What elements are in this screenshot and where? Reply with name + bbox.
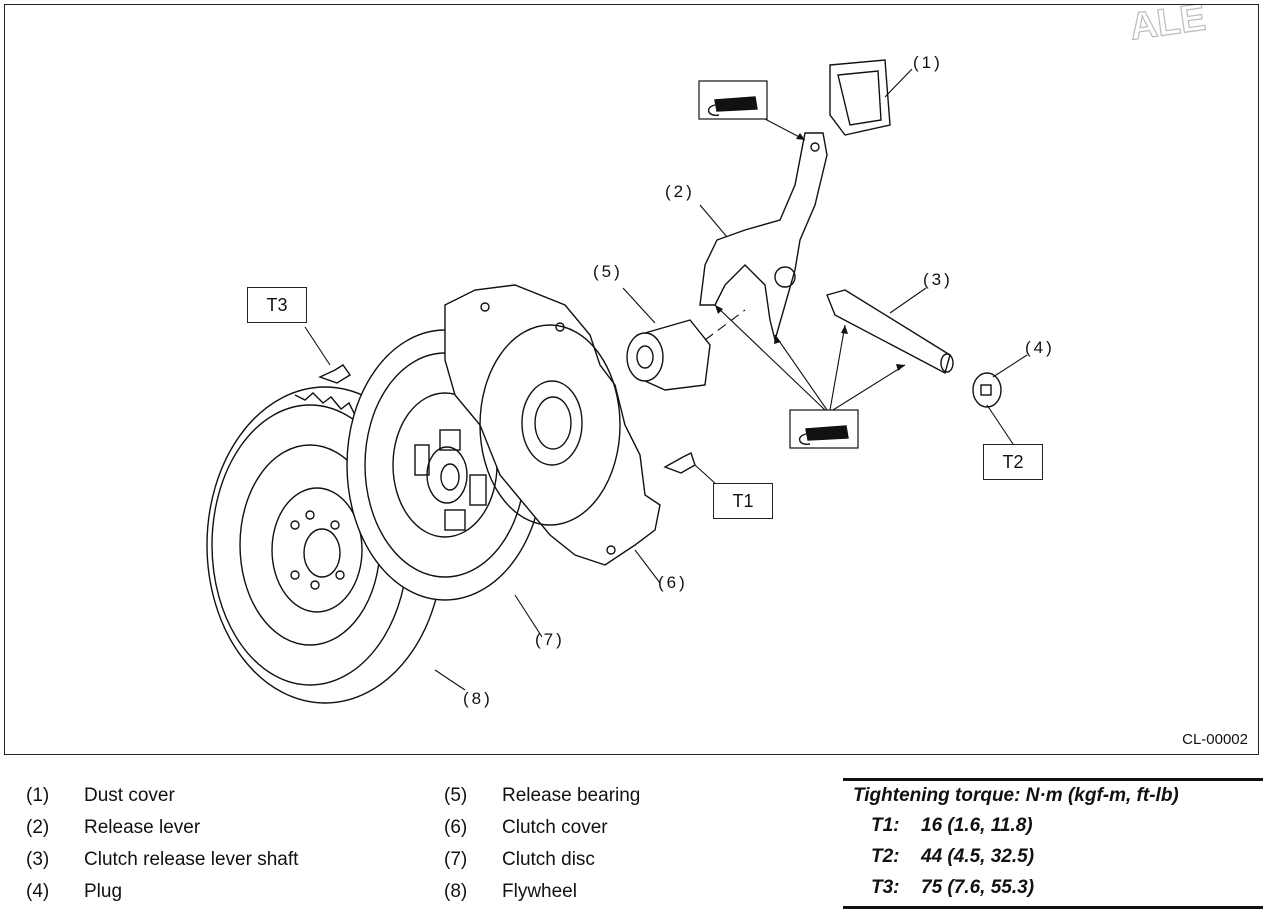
legend-num: (6) [444, 817, 468, 838]
grease-icon [789, 409, 859, 449]
dust-cover [829, 59, 891, 136]
callout-8: (8) [463, 689, 493, 708]
legend-num: (8) [444, 881, 468, 902]
torque-box-t3: T3 [247, 287, 307, 323]
legend-label: Plug [84, 881, 123, 902]
watermark: ALE [1127, 5, 1208, 49]
legend-label: Clutch release lever shaft [84, 849, 299, 870]
legend-item: (3) Clutch release lever shaft [26, 844, 298, 876]
torque-value: 44 (4.5, 32.5) [921, 846, 1035, 867]
torque-key: T1: [871, 815, 900, 836]
exploded-diagram: ALE [4, 4, 1259, 755]
figure-code: CL-00002 [1182, 731, 1248, 748]
torque-row: T2: 44 (4.5, 32.5) [843, 846, 1263, 877]
legend-num: (1) [26, 785, 50, 806]
legend-num: (4) [26, 881, 50, 902]
leader-lines [304, 68, 1028, 691]
legend-label: Clutch cover [502, 817, 608, 838]
legend-middle: (5) Release bearing (6) Clutch cover (7) Cl… [444, 780, 640, 908]
legend-item: (1) Dust cover [26, 780, 298, 812]
legend-item: (7) Clutch disc [444, 844, 640, 876]
torque-key: T2: [871, 846, 900, 867]
legend-item: (4) Plug [26, 876, 298, 908]
legend-label: Flywheel [502, 881, 577, 902]
callout-3: (3) [923, 270, 953, 289]
torque-header: Tightening torque: N·m (kgf-m, ft-lb) [853, 785, 1179, 806]
legend-num: (2) [26, 817, 50, 838]
legend-left: (1) Dust cover (2) Release lever (3) Clutch… [26, 780, 298, 908]
grease-icon [698, 80, 768, 120]
callout-6: (6) [658, 573, 688, 592]
torque-value: 16 (1.6, 11.8) [921, 815, 1033, 836]
legend-num: (3) [26, 849, 50, 870]
legend-item: (5) Release bearing [444, 780, 640, 812]
torque-row: T3: 75 (7.6, 55.3) [843, 877, 1263, 908]
legend-num: (7) [444, 849, 468, 870]
bolt-t1 [663, 452, 696, 474]
callout-7: (7) [535, 630, 565, 649]
release-bearing [626, 319, 711, 391]
clutch-drawing: ALE [206, 5, 1209, 704]
callout-5: (5) [593, 262, 623, 281]
release-lever-shaft [826, 289, 954, 375]
legend-item: (8) Flywheel [444, 876, 640, 908]
plug [972, 372, 1002, 408]
legend-item: (6) Clutch cover [444, 812, 640, 844]
torque-table: Tightening torque: N·m (kgf-m, ft-lb) T1… [843, 778, 1263, 909]
torque-key: T3: [871, 877, 900, 898]
legend-num: (5) [444, 785, 468, 806]
torque-box-t1: T1 [713, 483, 773, 519]
legend-item: (2) Release lever [26, 812, 298, 844]
torque-row: T1: 16 (1.6, 11.8) [843, 815, 1263, 846]
callout-2: (2) [665, 182, 695, 201]
torque-box-t2: T2 [983, 444, 1043, 480]
callout-4: (4) [1025, 338, 1055, 357]
release-lever [699, 132, 828, 343]
torque-value: 75 (7.6, 55.3) [921, 877, 1035, 898]
legend-label: Release bearing [502, 785, 641, 806]
callout-1: (1) [913, 53, 943, 72]
legend-label: Dust cover [84, 785, 175, 806]
legend-label: Release lever [84, 817, 201, 838]
clutch-cover [444, 284, 661, 566]
legend-label: Clutch disc [502, 849, 595, 870]
bolt-t3 [318, 364, 351, 384]
